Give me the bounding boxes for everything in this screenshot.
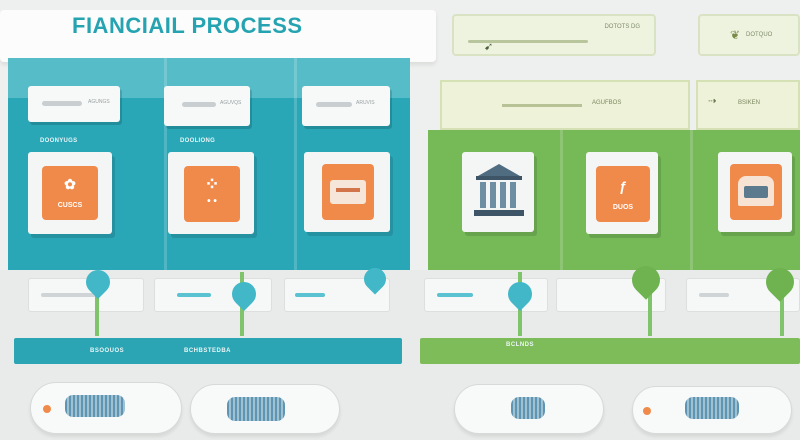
step-card-1[interactable]: ✿ CUSCS bbox=[28, 152, 112, 234]
top-right-card-1-text: DOTOTS DG bbox=[604, 24, 640, 30]
wallet-icon bbox=[322, 164, 374, 220]
document-icon: ⁘ • • bbox=[184, 166, 240, 222]
slot bbox=[154, 278, 272, 312]
safe-icon bbox=[730, 164, 782, 220]
flow-label-3: BCLNDS bbox=[506, 342, 534, 348]
green-header-text-1: AGUFBOS bbox=[592, 100, 622, 106]
arrow-icon: ➹ bbox=[484, 41, 494, 53]
pad-icon bbox=[685, 397, 739, 419]
step-label-card-2: AGUVQS bbox=[164, 86, 250, 126]
status-dot bbox=[43, 405, 51, 413]
top-right-card-1: DOTOTS DG ➹ bbox=[452, 14, 656, 56]
step-card-2[interactable]: ⁘ • • bbox=[168, 152, 254, 234]
step-card-3[interactable] bbox=[304, 152, 390, 232]
divider bbox=[690, 130, 693, 270]
title-card bbox=[0, 10, 436, 62]
green-step-card-1[interactable] bbox=[462, 152, 534, 232]
bottom-pill-1[interactable] bbox=[30, 382, 182, 434]
top-right-card-2: ❦ DOTQUO bbox=[698, 14, 800, 56]
invoice-icon: ƒ DUOS bbox=[596, 166, 650, 222]
green-header-card-2: ⇢ BSIKEN bbox=[696, 80, 800, 130]
top-right-card-2-text: DOTQUO bbox=[746, 32, 773, 38]
divider bbox=[294, 58, 297, 272]
green-step-card-2[interactable]: ƒ DUOS bbox=[586, 152, 658, 234]
step-label-1: AGUNGS bbox=[88, 99, 110, 105]
bottom-pill-4[interactable] bbox=[632, 386, 792, 434]
step-label-3: ARUVIS bbox=[356, 100, 375, 106]
pad-icon bbox=[511, 397, 545, 419]
flow-bar-green: BCLNDS bbox=[420, 338, 800, 364]
money-bag-icon: ✿ CUSCS bbox=[42, 166, 98, 220]
pad-icon bbox=[65, 395, 125, 417]
page-title: FIANCIAIL PROCESS bbox=[72, 13, 303, 38]
step-label-card-1: AGUNGS bbox=[28, 86, 120, 122]
bottom-pill-2[interactable] bbox=[190, 384, 340, 434]
step-label-card-3: ARUVIS bbox=[302, 86, 390, 126]
pad-icon bbox=[227, 397, 285, 421]
green-header-text-2: BSIKEN bbox=[738, 100, 761, 106]
connector bbox=[780, 272, 784, 336]
status-dot bbox=[643, 407, 651, 415]
green-header-card-1: AGUFBOS bbox=[440, 80, 690, 130]
green-step-card-3[interactable] bbox=[718, 152, 792, 232]
icon-text-1: CUSCS bbox=[57, 202, 83, 209]
bottom-pill-3[interactable] bbox=[454, 384, 604, 434]
arrow-icon: ⇢ bbox=[708, 96, 717, 107]
divider bbox=[164, 58, 167, 272]
leaf-icon: ❦ bbox=[730, 28, 741, 42]
small-label-2: DOOLIONG bbox=[180, 138, 216, 144]
connector bbox=[648, 272, 652, 336]
flow-label-1: BSOOUOS bbox=[90, 348, 125, 354]
flow-label-2: BCHBSTEDBA bbox=[184, 348, 231, 354]
divider bbox=[560, 130, 563, 270]
connector bbox=[95, 272, 99, 336]
flow-bar-teal: BSOOUOS BCHBSTEDBA bbox=[14, 338, 402, 364]
step-label-2: AGUVQS bbox=[220, 100, 242, 106]
small-label-1: DOONYUGS bbox=[40, 138, 78, 144]
bank-icon bbox=[472, 164, 526, 220]
green-icon-text-2: DUOS bbox=[612, 204, 634, 211]
